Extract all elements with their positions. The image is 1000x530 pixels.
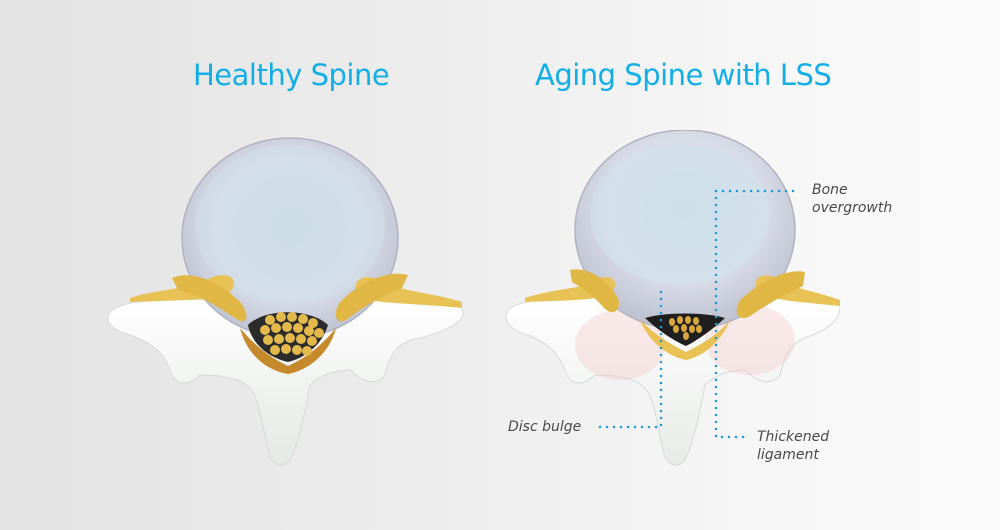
- aging-vertebra-illustration: [500, 130, 840, 470]
- bone-overgrowth-label: Bone overgrowth: [812, 182, 893, 216]
- thickened-ligament-label: Thickened ligament: [757, 429, 830, 463]
- healthy-vertebra-illustration: [100, 130, 470, 470]
- aging-spine-title: Aging Spine with LSS: [535, 58, 832, 92]
- disc-bulge-label: Disc bulge: [508, 419, 582, 435]
- healthy-spine-title: Healthy Spine: [193, 58, 390, 92]
